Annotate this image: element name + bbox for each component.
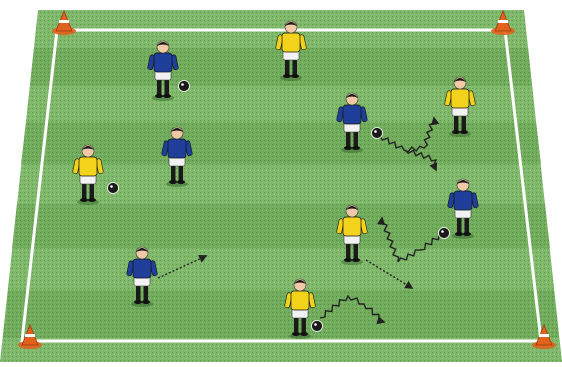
soccer-ball [372,128,383,139]
soccer-ball [312,321,323,332]
soccer-ball [108,183,119,194]
soccer-ball [179,81,190,92]
soccer-ball [439,228,450,239]
